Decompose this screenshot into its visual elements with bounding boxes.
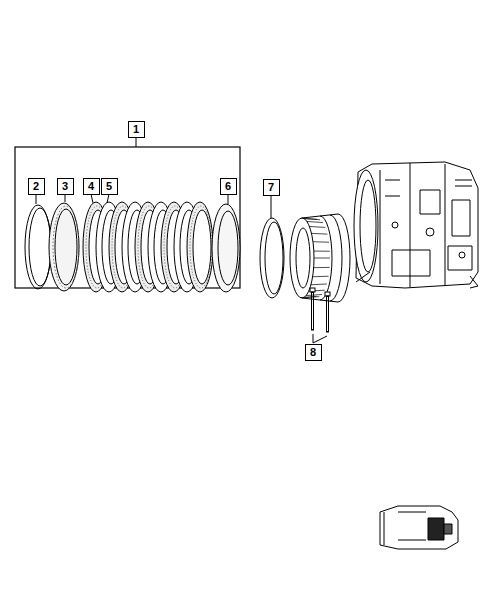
callout-box: 4 (83, 178, 100, 195)
clutch-disc (187, 202, 213, 292)
callout-box: 8 (305, 344, 322, 361)
leader-line (313, 336, 327, 343)
callout-number: 8 (310, 347, 316, 358)
callout-number: 3 (62, 181, 68, 192)
callout-box: 3 (57, 178, 74, 195)
callout-number: 6 (225, 181, 231, 192)
leader-line (271, 196, 272, 218)
callout-number: 2 (33, 181, 39, 192)
callout-number: 4 (88, 181, 94, 192)
callout-box: 1 (128, 121, 145, 138)
leader-line (228, 194, 229, 204)
leader-line (313, 334, 314, 343)
callout-number: 7 (268, 182, 274, 193)
reaction-plate (212, 204, 240, 292)
callout-box: 5 (101, 178, 118, 195)
leader-line (136, 138, 137, 147)
callout-box: 2 (28, 178, 45, 195)
locator-thumbnail (380, 506, 458, 549)
transmission-case (354, 162, 478, 288)
clutch-drum (290, 214, 350, 302)
callout-number: 1 (133, 124, 139, 135)
leader-line (36, 194, 37, 204)
snap-ring (260, 218, 284, 298)
callout-number: 5 (106, 181, 112, 192)
pressure-plate (49, 203, 79, 291)
leader-line (65, 194, 66, 202)
clutch-discs (83, 202, 213, 292)
callout-box: 7 (263, 179, 280, 196)
snap-ring (25, 205, 51, 289)
leader-line (107, 194, 109, 203)
bolts (310, 288, 330, 332)
callout-box: 6 (220, 178, 237, 195)
leader-line (91, 194, 93, 203)
